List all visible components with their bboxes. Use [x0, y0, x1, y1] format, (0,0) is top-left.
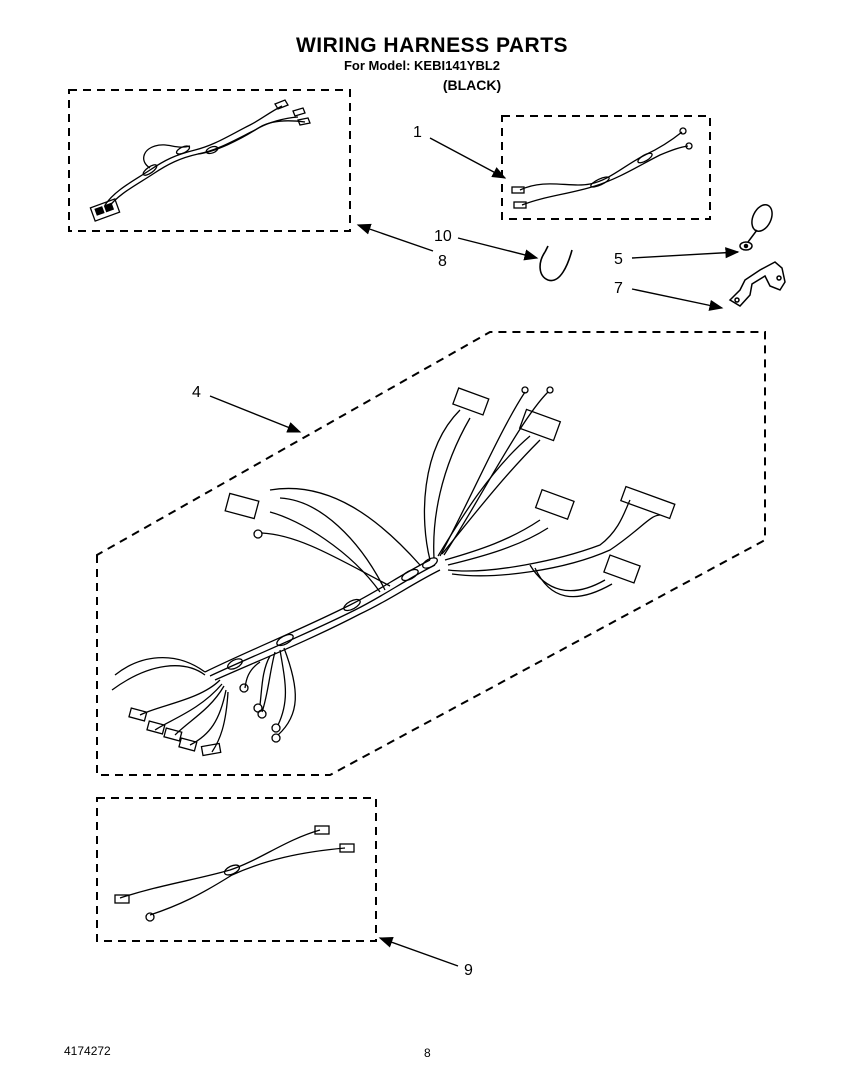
- part-8-box: [68, 89, 351, 232]
- callout-8: 8: [356, 223, 447, 270]
- callout-9: 9: [378, 936, 473, 979]
- document-number: 4174272: [64, 1044, 111, 1058]
- callout-10: 10: [434, 228, 539, 261]
- part-1-harness: [511, 127, 693, 209]
- page-number: 8: [424, 1046, 431, 1060]
- callout-5-number: 5: [614, 251, 623, 268]
- callout-7-number: 7: [614, 280, 623, 297]
- part-5-ground-clamp: [739, 204, 773, 251]
- part-8-harness: [89, 99, 311, 222]
- part-10-wire-tie: [539, 245, 573, 282]
- callout-4-number: 4: [192, 384, 201, 401]
- part-4-box: [96, 331, 766, 776]
- model-line: For Model: KEBI141YBL2: [343, 58, 501, 73]
- callout-4: 4: [192, 384, 302, 433]
- part-4-main-harness: [111, 386, 676, 757]
- part-9-box: [96, 797, 377, 942]
- callout-8-number: 8: [438, 253, 447, 270]
- part-7-bracket: [728, 261, 786, 307]
- callout-9-number: 9: [464, 962, 473, 979]
- callout-1-number: 1: [413, 124, 422, 141]
- part-9-harness: [114, 825, 355, 922]
- color-variant: (BLACK): [442, 77, 502, 93]
- callout-7: 7: [614, 280, 724, 311]
- page-title: WIRING HARNESS PARTS: [295, 34, 569, 57]
- callout-1: 1: [413, 124, 507, 179]
- callout-10-number: 10: [434, 228, 452, 245]
- part-1-box: [501, 115, 711, 220]
- callout-5: 5: [614, 247, 740, 268]
